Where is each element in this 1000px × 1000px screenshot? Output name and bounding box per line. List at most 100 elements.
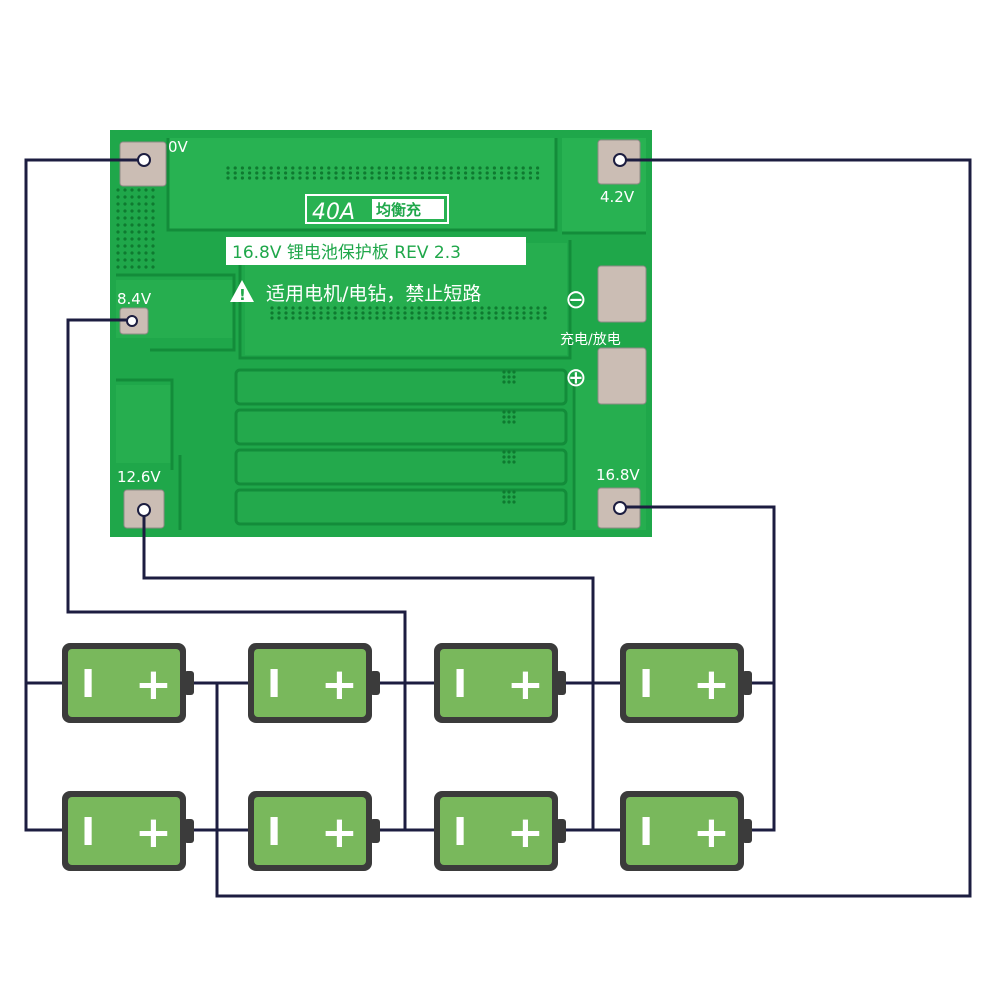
wire-16v8 xyxy=(620,505,776,832)
via-dot xyxy=(144,223,148,227)
battery-cell: I+ xyxy=(62,643,194,723)
via-dot xyxy=(529,306,533,310)
via-dot xyxy=(406,176,410,180)
via-dot xyxy=(442,166,446,170)
via-dot xyxy=(123,237,127,241)
via-dot xyxy=(320,171,324,175)
via-dot xyxy=(459,306,463,310)
via-dot xyxy=(502,375,506,379)
via-dot xyxy=(445,311,449,315)
via-dot xyxy=(291,306,295,310)
battery-minus-icon: I xyxy=(453,810,467,854)
via-dot xyxy=(305,166,309,170)
via-dot xyxy=(435,171,439,175)
via-dot xyxy=(137,223,141,227)
via-dot xyxy=(438,316,442,320)
via-dot xyxy=(144,209,148,213)
via-dot xyxy=(116,223,120,227)
via-dot xyxy=(515,306,519,310)
battery-plus-icon: + xyxy=(693,807,730,858)
via-dot xyxy=(502,490,506,494)
via-dot xyxy=(428,166,432,170)
via-dot xyxy=(473,316,477,320)
via-dot xyxy=(507,370,511,374)
via-dot xyxy=(298,171,302,175)
battery-cell: I+ xyxy=(248,643,380,723)
via-dot xyxy=(514,171,518,175)
via-dot xyxy=(151,244,155,248)
battery-minus-icon: I xyxy=(639,662,653,706)
via-dot xyxy=(319,311,323,315)
via-dot xyxy=(137,237,141,241)
via-dot xyxy=(507,375,511,379)
via-dot xyxy=(151,230,155,234)
via-dot xyxy=(341,166,345,170)
via-dot xyxy=(333,316,337,320)
via-dot xyxy=(431,306,435,310)
battery-plus-icon: + xyxy=(321,807,358,858)
via-dot xyxy=(123,251,127,255)
via-dot xyxy=(123,230,127,234)
via-dot xyxy=(478,171,482,175)
via-dot xyxy=(494,316,498,320)
via-dot xyxy=(512,490,516,494)
via-dot xyxy=(226,176,230,180)
battery-cell: I+ xyxy=(248,791,380,871)
via-dot xyxy=(507,420,511,424)
via-dot xyxy=(438,311,442,315)
via-dot xyxy=(291,316,295,320)
via-dot xyxy=(478,176,482,180)
via-dot xyxy=(487,311,491,315)
via-dot xyxy=(284,316,288,320)
tap-label-12v6: 12.6V xyxy=(117,468,161,486)
via-dot xyxy=(449,171,453,175)
via-dot xyxy=(277,306,281,310)
title-box xyxy=(305,194,449,224)
via-dot xyxy=(130,244,134,248)
via-dot xyxy=(500,171,504,175)
title-type-bg xyxy=(372,199,444,219)
via-dot xyxy=(137,265,141,269)
via-dot xyxy=(406,166,410,170)
via-dot xyxy=(502,495,506,499)
via-dot xyxy=(284,306,288,310)
via-dot xyxy=(507,410,511,414)
via-dot xyxy=(151,209,155,213)
via-dot xyxy=(354,316,358,320)
wire-12v6 xyxy=(142,510,595,830)
via-dot xyxy=(305,171,309,175)
via-dot xyxy=(512,500,516,504)
subtitle-bg xyxy=(226,237,526,265)
via-dot xyxy=(130,230,134,234)
via-dot xyxy=(284,166,288,170)
via-dot xyxy=(144,230,148,234)
via-dot xyxy=(464,171,468,175)
via-dot xyxy=(248,171,252,175)
battery-plus-icon: + xyxy=(507,659,544,710)
via-dot xyxy=(512,370,516,374)
via-dot xyxy=(507,495,511,499)
via-dot xyxy=(399,171,403,175)
via-dot xyxy=(501,311,505,315)
via-dot xyxy=(327,171,331,175)
battery-minus-icon: I xyxy=(453,662,467,706)
via-dot xyxy=(403,311,407,315)
via-dot xyxy=(502,380,506,384)
battery-terminal xyxy=(556,671,566,695)
via-dot xyxy=(137,244,141,248)
via-dot xyxy=(116,251,120,255)
via-dot xyxy=(485,171,489,175)
via-dot xyxy=(403,316,407,320)
via-dot xyxy=(368,306,372,310)
wiring xyxy=(24,158,972,898)
via-dot xyxy=(284,176,288,180)
via-dot xyxy=(144,216,148,220)
via-dot xyxy=(340,316,344,320)
via-dot xyxy=(507,176,511,180)
via-dot xyxy=(348,171,352,175)
via-dot xyxy=(420,171,424,175)
via-dot xyxy=(512,410,516,414)
via-dot xyxy=(445,306,449,310)
via-dot xyxy=(312,171,316,175)
